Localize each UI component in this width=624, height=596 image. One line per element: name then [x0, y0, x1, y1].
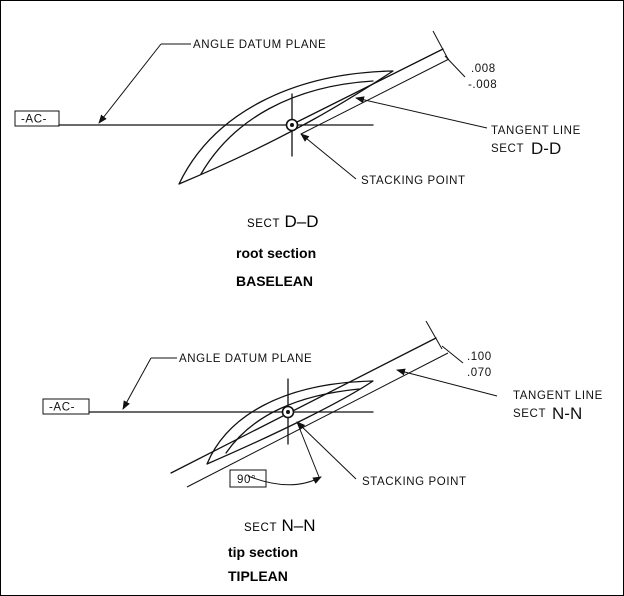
datum-ac-label: -AC- — [21, 114, 47, 126]
angle-datum-plane-label: ANGLE DATUM PLANE — [193, 39, 326, 51]
stacking-point-leader — [296, 421, 357, 480]
tolerance-upper: .100 — [467, 351, 492, 363]
tangent-line-label: TANGENT LINE — [513, 390, 603, 402]
angle-box — [229, 469, 267, 488]
angle-datum-leader — [98, 43, 162, 124]
airfoil-inner-contour — [200, 80, 374, 175]
tolerance-lower: .070 — [467, 367, 492, 379]
tip-section-drawing: -AC- 90° .100 .070 ANGLE DATUM PLANE TAN… — [42, 320, 603, 488]
stacking-point-dot — [290, 123, 294, 127]
root-caption-sect: SECT D–D — [247, 212, 319, 232]
tolerance-leader — [441, 345, 464, 364]
datum-ac-label: -AC- — [49, 402, 75, 414]
tangent-sect-big: N-N — [552, 404, 582, 423]
tip-caption-sect-big: N–N — [281, 516, 316, 535]
stacking-point-leader — [300, 133, 357, 180]
root-section-caption: root section — [236, 245, 317, 261]
angle-extension-line — [296, 421, 320, 478]
tangent-line-leader — [396, 368, 498, 397]
tangent-sect-small: SECT — [513, 408, 546, 420]
airfoil-inner-contour — [225, 388, 360, 454]
angle-datum-leader — [122, 357, 152, 410]
tangent-line — [170, 337, 437, 474]
tangent-line-leader — [355, 96, 488, 129]
tip-caption-sect-small: SECT — [244, 522, 278, 534]
tolerance-lower: -.008 — [468, 79, 497, 91]
tolerance-leader — [444, 55, 466, 78]
datum-ac-box — [42, 398, 90, 415]
tip-caption-sect: SECT N–N — [244, 516, 316, 536]
tangent-sect-big: D-D — [531, 139, 561, 158]
root-section-drawing: -AC- .008 -.008 ANGLE DATUM PLANE TANGEN… — [14, 30, 581, 187]
tangent-sect-small: SECT — [491, 143, 524, 155]
datum-ac-box — [14, 110, 60, 127]
angle-arc — [247, 475, 322, 486]
angle-label: 90° — [237, 474, 256, 486]
baselean-caption: BASELEAN — [236, 273, 314, 289]
airfoil-profile — [178, 70, 394, 185]
stacking-point-dot — [286, 410, 290, 414]
tolerance-upper: .008 — [471, 63, 496, 75]
stacking-point-label: STACKING POINT — [361, 175, 466, 187]
tangent-line-label: TANGENT LINE — [491, 125, 581, 137]
tiplean-caption: TIPLEAN — [228, 568, 288, 584]
tolerance-extension-line — [425, 320, 443, 350]
tip-section-caption: tip section — [228, 544, 299, 560]
root-caption-sect-big: D–D — [284, 212, 319, 231]
stacking-point-label: STACKING POINT — [362, 476, 467, 488]
angle-datum-plane-label: ANGLE DATUM PLANE — [179, 353, 312, 365]
airfoil-profile — [206, 380, 374, 465]
tangent-line — [290, 48, 444, 126]
root-caption-sect-small: SECT — [247, 218, 281, 230]
tangent-tolerance-line — [300, 58, 450, 135]
tolerance-extension-line — [432, 30, 449, 60]
